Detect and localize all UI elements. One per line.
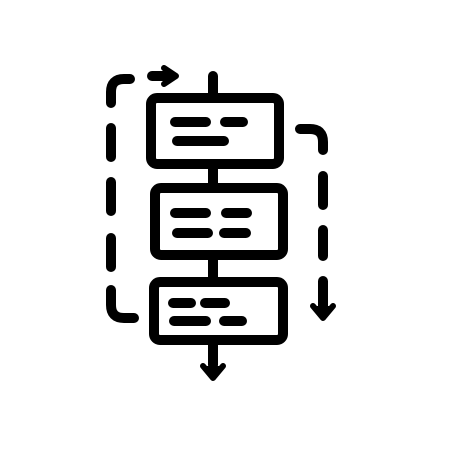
block-middle-text-lines bbox=[170, 208, 252, 238]
forward-arrow bbox=[295, 124, 336, 321]
flow-down-arrow bbox=[200, 363, 226, 381]
process-block-top bbox=[146, 93, 284, 169]
block-top-text-lines bbox=[170, 117, 248, 146]
loop-back-arrow bbox=[106, 65, 179, 323]
block-bottom-text-lines bbox=[168, 298, 247, 326]
process-block-bottom bbox=[149, 277, 288, 345]
process-block-middle bbox=[150, 183, 288, 260]
